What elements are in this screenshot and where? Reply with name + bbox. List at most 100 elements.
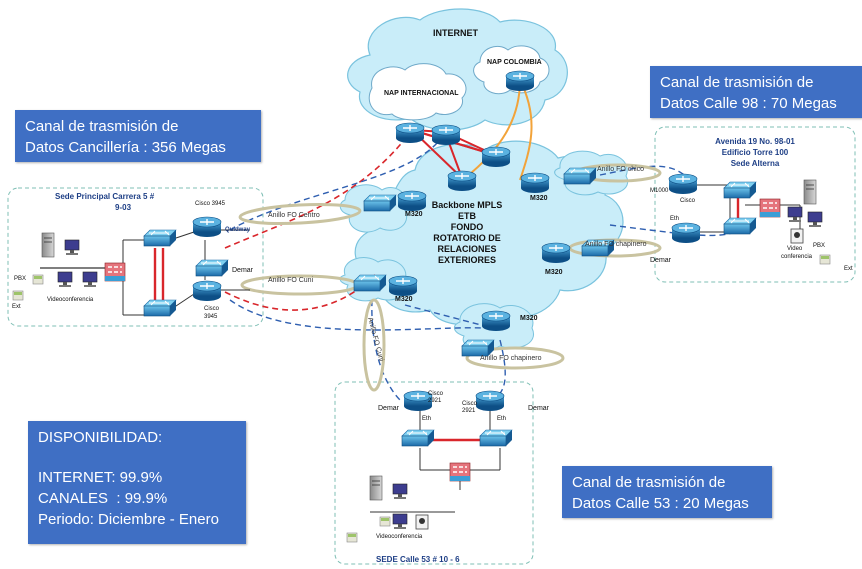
alterna-title-2: Edificio Torre 100 xyxy=(722,148,789,157)
principal-pbx-label: PBX xyxy=(14,276,26,282)
ring-label-chapinero-2: Anillo FO chapinero xyxy=(480,355,542,362)
alterna-cisco-label: Cisco xyxy=(680,198,696,204)
site-calle53-border xyxy=(334,381,534,565)
calle53-switch-left xyxy=(401,429,435,447)
calle53-eth-left: Eth xyxy=(422,416,431,422)
principal-pbx-phone xyxy=(32,274,44,285)
principal-title-2: 9-03 xyxy=(115,203,132,212)
ring-label-centro: Anillo FO Centro xyxy=(268,212,320,219)
callout-calle98-line-2: Datos Calle 98 : 70 Megas xyxy=(660,95,837,112)
principal-title-1: Sede Principal Carrera 5 # xyxy=(55,192,155,201)
callout-calle53: Canal de trasmisión de Datos Calle 53 : … xyxy=(562,466,772,518)
alterna-ext-phone xyxy=(819,254,831,265)
calle53-phone xyxy=(379,516,391,527)
calle53-cisco-left-2: 2921 xyxy=(428,398,442,404)
disponibilidad-periodo: Periodo: Diciembre - Enero xyxy=(38,511,219,528)
calle53-switch-right xyxy=(479,429,513,447)
switch-ring-chico xyxy=(563,167,597,185)
callout-cancilleria-line-2: Datos Cancillería : 356 Megas xyxy=(25,139,226,156)
principal-cisco-bottom-2: 3945 xyxy=(204,314,218,320)
callout-calle53-line-1: Canal de trasmisión de xyxy=(572,474,726,491)
ring-label-chico: Anillo FO chico xyxy=(597,166,644,173)
nap-internacional-cloud xyxy=(368,63,467,121)
backbone-label-6: EXTERIORES xyxy=(438,255,496,265)
alterna-server xyxy=(803,179,817,205)
switch-ring-cuni xyxy=(353,274,387,292)
backbone-core-router-2 xyxy=(481,146,511,168)
principal-firewall xyxy=(104,262,126,282)
disponibilidad-title: DISPONIBILIDAD: xyxy=(38,429,163,446)
principal-ext-label: Ext xyxy=(12,304,21,310)
alterna-title-1: Avenida 19 No. 98-01 xyxy=(715,137,795,146)
alterna-video-camera xyxy=(790,228,804,244)
disponibilidad-internet: INTERNET: 99.9% xyxy=(38,469,163,486)
principal-quidway-label: Quidway xyxy=(225,227,251,233)
calle53-title: SEDE Calle 53 # 10 - 6 xyxy=(376,555,460,564)
alterna-demar-label: Demar xyxy=(650,257,672,264)
wan-links-red xyxy=(224,129,413,311)
nap-colombia-router xyxy=(505,70,535,92)
alterna-video-label-1: Video xyxy=(787,246,803,252)
nap-internacional-router xyxy=(395,122,425,144)
m320-router-cuni xyxy=(388,275,418,297)
calle53-video-label: Videoconferencia xyxy=(376,534,423,540)
calle53-demar-right: Demar xyxy=(528,405,550,412)
calle53-server xyxy=(369,475,383,501)
principal-pc-3 xyxy=(57,271,73,288)
site-principal-border xyxy=(7,187,264,327)
nap-internacional-label: NAP INTERNACIONAL xyxy=(384,90,459,97)
principal-switch-bottom xyxy=(143,299,177,317)
m320-router-centro xyxy=(397,190,427,212)
callout-calle53-line-2: Datos Calle 53 : 20 Megas xyxy=(572,495,749,512)
alterna-title-3: Sede Alterna xyxy=(731,159,780,168)
alterna-switch-bottom xyxy=(723,217,757,235)
alterna-video-label-2: conferencia xyxy=(781,254,813,260)
alterna-m1000-label: M1000 xyxy=(650,188,669,194)
backbone-label-1: Backbone MPLS xyxy=(432,200,503,210)
backbone-core-router xyxy=(447,170,477,192)
callout-cancilleria-line-1: Canal de trasmisión de xyxy=(25,118,179,135)
calle53-cisco-right-1: Cisco xyxy=(462,401,478,407)
callout-cancilleria: Canal de trasmisión de Datos Cancillería… xyxy=(15,110,261,162)
calle53-ext-phone xyxy=(346,532,358,543)
backbone-label-2: ETB xyxy=(458,211,477,221)
principal-cisco-top-label: Cisco 3945 xyxy=(195,201,226,207)
principal-cisco-3945-bottom xyxy=(192,280,222,302)
calle53-eth-right: Eth xyxy=(497,416,506,422)
calle53-pc xyxy=(392,483,408,500)
m320-label-chapinero: M320 xyxy=(545,269,563,276)
m320-label-cuni: M320 xyxy=(395,296,413,303)
m320-label-chico: M320 xyxy=(530,195,548,202)
m320-label-centro: M320 xyxy=(405,211,423,218)
principal-video-label: Videoconferencia xyxy=(47,297,94,303)
ring-label-cuni: Anillo FO Cuni xyxy=(268,277,314,284)
site-alterna-border xyxy=(654,126,856,283)
callout-disponibilidad: DISPONIBILIDAD: INTERNET: 99.9% CANALES … xyxy=(28,421,246,544)
principal-pc-2 xyxy=(82,271,98,288)
site-calle53-equipment xyxy=(370,410,501,513)
nap-colombia-label: NAP COLOMBIA xyxy=(487,59,542,66)
m320-router-chapinero-2 xyxy=(481,310,511,332)
internet-label: INTERNET xyxy=(433,28,479,38)
calle53-firewall xyxy=(449,462,471,482)
backbone-label-3: FONDO xyxy=(451,222,484,232)
callout-calle98: Canal de trasmisión de Datos Calle 98 : … xyxy=(650,66,862,118)
calle53-cisco-left-1: Cisco xyxy=(428,391,444,397)
ring-label-chapinero: Anillo FO chapinero xyxy=(585,241,647,248)
principal-pc xyxy=(64,239,80,256)
principal-ext-phone xyxy=(12,290,24,301)
principal-cisco-3945-top xyxy=(192,216,222,238)
calle53-cisco-2921-right xyxy=(475,390,505,412)
alterna-pc-2 xyxy=(807,211,823,228)
alterna-eth-router xyxy=(671,222,701,244)
calle53-cisco-right-2: 2921 xyxy=(462,408,476,414)
principal-cisco-bottom-1: Cisco xyxy=(204,306,220,312)
calle53-video-camera xyxy=(415,514,429,530)
principal-server xyxy=(41,232,55,258)
alterna-m1000-router xyxy=(668,173,698,195)
principal-demar-switch xyxy=(195,259,229,277)
internet-uplinks-orange xyxy=(464,79,533,181)
switch-ring-chapinero-2 xyxy=(461,339,495,357)
m320-label-chapinero-2: M320 xyxy=(520,315,538,322)
